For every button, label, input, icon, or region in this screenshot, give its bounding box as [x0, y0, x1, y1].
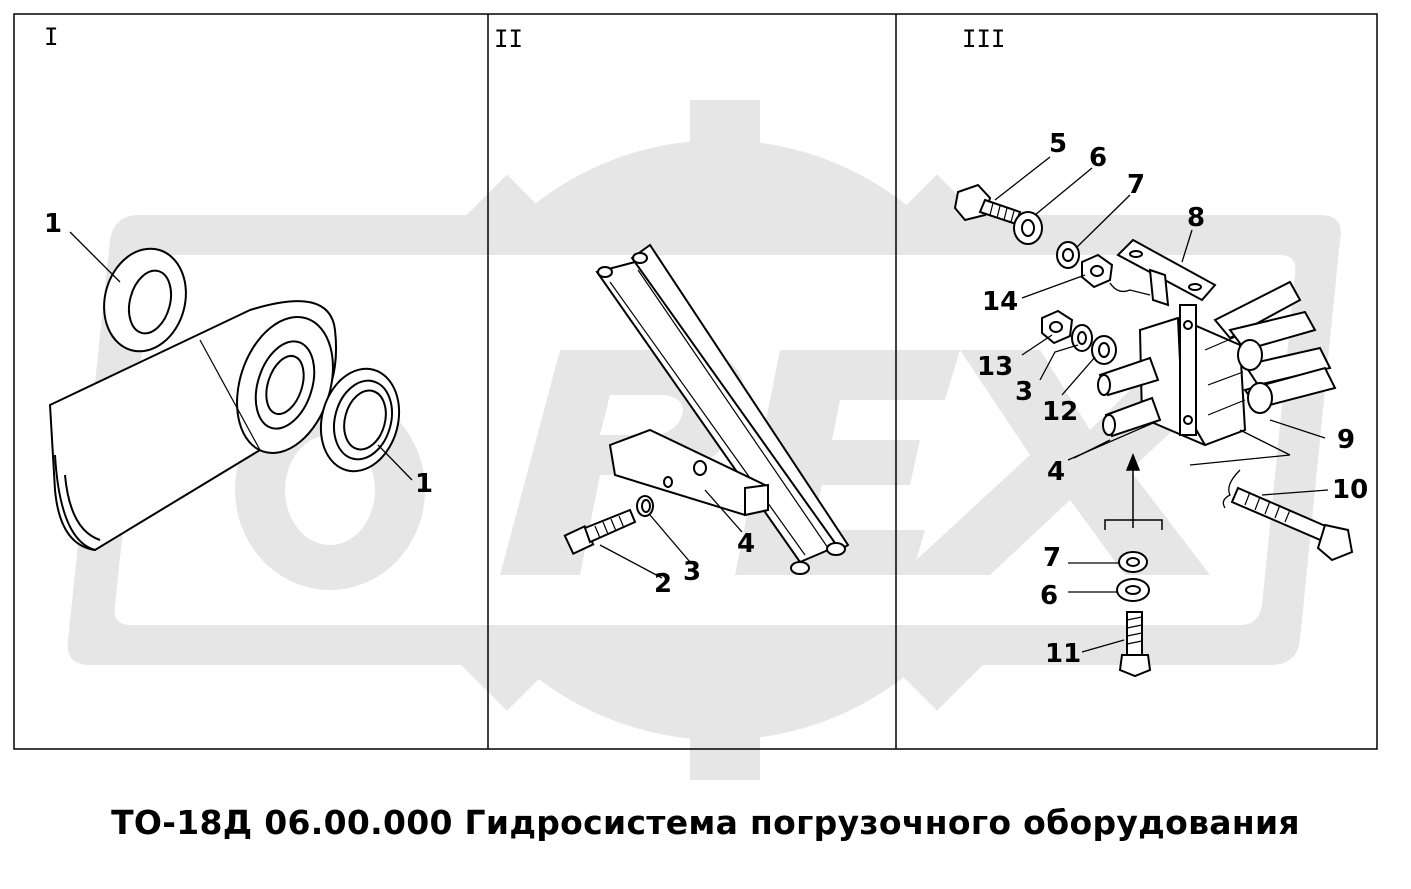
callout-12: 12	[1042, 397, 1078, 427]
washer-3-panel-2	[636, 495, 654, 517]
washer-7-bottom	[1118, 551, 1148, 573]
bolt-2	[563, 508, 637, 556]
leaders-panel-2	[599, 489, 743, 579]
callout-9: 9	[1337, 425, 1355, 455]
cylinder-drawing	[48, 300, 337, 552]
assembly-arrow	[1104, 452, 1163, 530]
panel-label-iii: III	[962, 25, 1005, 53]
callout-5: 5	[1049, 129, 1067, 159]
callout-11: 11	[1045, 639, 1081, 669]
panel-frames	[13, 13, 1378, 750]
nut-13	[1041, 309, 1074, 345]
leaders-panel-3	[994, 156, 1329, 653]
bolt-10	[1230, 486, 1354, 562]
panel-label-i: I	[44, 23, 58, 51]
valve-block	[1138, 304, 1247, 447]
washer-top	[103, 247, 187, 353]
bracket-8	[1116, 238, 1217, 307]
callout-8: 8	[1187, 203, 1205, 233]
callout-10: 10	[1332, 475, 1368, 505]
washer-7-top	[1056, 241, 1080, 269]
callout-2: 2	[654, 569, 672, 599]
callout-4-panel-3: 4	[1047, 457, 1065, 487]
channel-drawing	[595, 243, 850, 575]
callout-1-washer: 1	[44, 209, 62, 239]
washer-6-bottom	[1116, 578, 1150, 602]
callout-7-bottom: 7	[1043, 543, 1061, 573]
callout-4-panel-2: 4	[737, 529, 755, 559]
diagram-caption: ТО-18Д 06.00.000 Гидросистема погрузочно…	[111, 803, 1300, 842]
panel-label-ii: II	[494, 25, 523, 53]
callout-7-top: 7	[1127, 170, 1145, 200]
callout-6-bottom: 6	[1040, 581, 1058, 611]
callout-3-panel-2: 3	[683, 557, 701, 587]
washer-6-top	[1013, 211, 1043, 245]
seal-ring	[319, 367, 401, 473]
callout-6-top: 6	[1089, 143, 1107, 173]
callout-13: 13	[977, 352, 1013, 382]
leaders-panel-1	[69, 231, 413, 481]
nut-14	[1081, 253, 1114, 289]
callout-3-panel-3: 3	[1015, 377, 1033, 407]
washer-3-panel-3	[1071, 324, 1093, 352]
bolt-11	[1118, 611, 1152, 678]
washer-12	[1091, 335, 1117, 365]
callout-1-seal: 1	[415, 469, 433, 499]
callout-14: 14	[982, 287, 1018, 317]
bolt-5	[953, 183, 1022, 226]
hose-fittings	[1097, 280, 1337, 438]
